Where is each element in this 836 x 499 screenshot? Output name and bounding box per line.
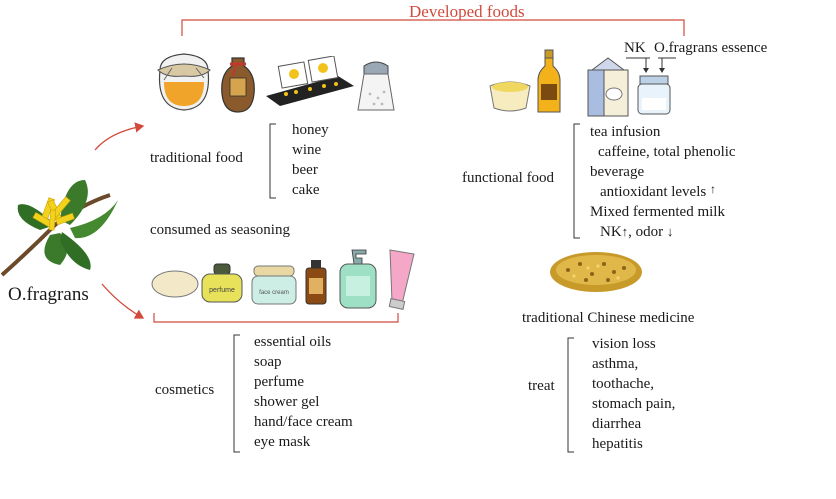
- functional-food-label: functional food: [462, 170, 555, 186]
- essence-label: O.fragrans essence: [654, 40, 768, 56]
- arrow-to-cosmetics: [101, 283, 145, 319]
- perfume-product-label: perfume: [209, 287, 235, 294]
- list-item: essential oils: [254, 334, 332, 350]
- osmanthus-branch-icon: [0, 180, 118, 277]
- list-item: toothache,: [592, 376, 655, 392]
- list-item-detail: caffeine, total phenolic: [598, 144, 736, 160]
- title-bracket: [181, 19, 685, 36]
- essence-jar-icon: [637, 75, 671, 115]
- face-cream-jar-icon: face cream: [251, 265, 297, 305]
- essential-oil-bottle-icon: [305, 260, 327, 305]
- list-item: diarrhea: [592, 416, 642, 432]
- hand-cream-tube-icon: [388, 249, 415, 310]
- list-item: cake: [292, 182, 320, 198]
- cake-plate-icon: [266, 56, 354, 106]
- list-item: perfume: [254, 374, 304, 390]
- list-item: eye mask: [254, 434, 311, 450]
- tea-cup-icon: [489, 81, 531, 112]
- seasoning-label: consumed as seasoning: [150, 222, 290, 238]
- source-label: O.fragrans: [8, 284, 89, 305]
- traditional-food-bracket: [269, 123, 276, 199]
- face-cream-product-label: face cream: [259, 290, 289, 296]
- list-item: hand/face cream: [254, 414, 353, 430]
- list-item: beer: [292, 162, 318, 178]
- down-arrow-icon: ↓: [666, 224, 674, 239]
- milk-carton-icon: [587, 57, 629, 117]
- functional-food-bracket: [573, 123, 580, 239]
- cosmetics-bracket: [153, 313, 399, 323]
- arrow-to-traditional-food: [94, 122, 145, 151]
- list-item: asthma,: [592, 356, 639, 372]
- salt-shaker-icon: [357, 61, 395, 111]
- up-arrow-icon: ↑: [709, 182, 716, 196]
- treat-label: treat: [528, 378, 555, 394]
- traditional-food-label: traditional food: [150, 150, 243, 166]
- list-item: stomach pain,: [592, 396, 676, 412]
- nk-label: NK: [624, 40, 646, 56]
- list-item: hepatitis: [592, 436, 643, 452]
- list-item: honey: [292, 122, 329, 138]
- cosmetics-label: cosmetics: [155, 382, 215, 398]
- shower-gel-bottle-icon: [339, 249, 377, 309]
- list-item: soap: [254, 354, 282, 370]
- list-item: beverage: [590, 164, 645, 180]
- wine-jug-icon: [221, 57, 255, 113]
- diagram-title: Developed foods: [409, 2, 525, 21]
- perfume-bottle-icon: perfume: [201, 263, 243, 303]
- list-item: wine: [292, 142, 322, 158]
- dried-osmanthus-pile-icon: [550, 252, 642, 292]
- list-item-detail: NK↑, odor ↓: [600, 224, 674, 240]
- list-item: tea infusion: [590, 124, 661, 140]
- honey-jar-icon: [157, 53, 211, 111]
- soap-bar-icon: [151, 270, 199, 298]
- cosmetics-list-bracket: [233, 334, 240, 453]
- beverage-bottle-icon: [537, 49, 561, 113]
- list-item-detail: antioxidant levels ↑: [600, 182, 716, 200]
- list-item: shower gel: [254, 394, 320, 410]
- list-item: vision loss: [592, 336, 656, 352]
- list-item: Mixed fermented milk: [590, 204, 725, 220]
- tcm-label: traditional Chinese medicine: [522, 310, 695, 326]
- treat-bracket: [567, 337, 574, 453]
- up-arrow-icon: ↑: [621, 224, 629, 239]
